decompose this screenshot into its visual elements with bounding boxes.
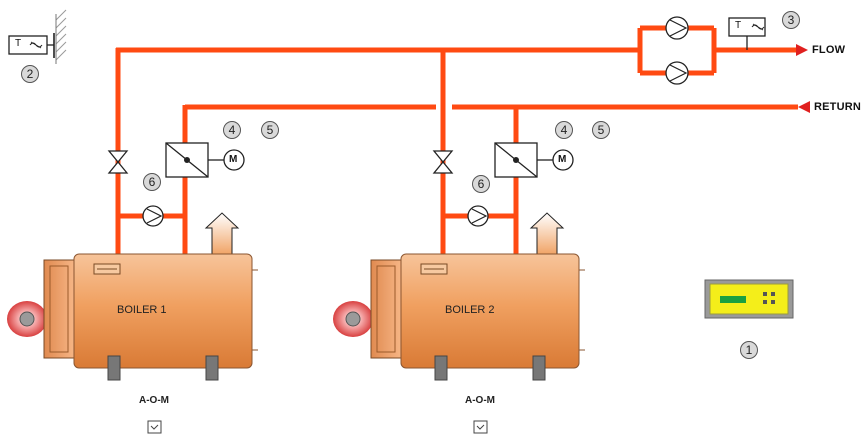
boiler-2-shunt-pump <box>467 205 489 227</box>
boiler-1 <box>7 212 258 381</box>
badge-flow-sensor: 3 <box>782 11 800 29</box>
boiler-2-mixing-valve <box>494 142 553 178</box>
badge-boiler-1-valve-b: 5 <box>261 121 279 139</box>
badge-boiler-1-valve-a: 4 <box>223 121 241 139</box>
boiler-1-motor-letter: M <box>229 154 238 165</box>
system-controller <box>704 279 794 319</box>
boiler-2-aom-label: A-O-M <box>465 395 495 406</box>
boiler-2-actuator-motor <box>552 149 574 171</box>
flow-temperature-sensor <box>728 17 766 50</box>
flow-sensor-t: T <box>735 20 742 31</box>
flow-arrow <box>796 44 808 56</box>
system-pump-top <box>665 16 689 40</box>
return-label: RETURN <box>814 101 862 113</box>
badge-boiler-2-valve-b: 5 <box>592 121 610 139</box>
boiler-1-shunt-pump <box>142 205 164 227</box>
boiler-1-actuator-motor <box>223 149 245 171</box>
badge-outdoor-sensor: 2 <box>21 65 39 83</box>
badge-boiler-1-pump: 6 <box>143 173 161 191</box>
flow-label: FLOW <box>812 44 846 56</box>
boiler-1-chimney <box>204 212 240 257</box>
boiler-1-mixing-valve <box>165 142 224 178</box>
badge-controller: 1 <box>740 341 758 359</box>
boiler-2 <box>333 212 585 381</box>
boiler-1-isolation-valve <box>107 150 129 174</box>
return-arrow <box>798 101 810 113</box>
boiler-1-aom-switch-icon <box>147 420 162 434</box>
boiler-2-label: BOILER 2 <box>445 304 495 316</box>
boiler-2-chimney <box>529 212 565 257</box>
boiler-1-burner-fan <box>7 301 47 337</box>
boiler-1-aom-label: A-O-M <box>139 395 169 406</box>
outdoor-temperature-sensor <box>8 9 67 64</box>
badge-boiler-2-pump: 6 <box>472 175 490 193</box>
boiler-1-label: BOILER 1 <box>117 304 167 316</box>
boiler-2-isolation-valve <box>432 150 454 174</box>
outdoor-sensor-t: T <box>15 38 22 49</box>
boiler-2-burner-fan <box>333 301 373 337</box>
boiler-2-motor-letter: M <box>558 154 567 165</box>
boiler-2-aom-switch-icon <box>473 420 488 434</box>
system-pump-bottom <box>665 61 689 85</box>
badge-boiler-2-valve-a: 4 <box>555 121 573 139</box>
